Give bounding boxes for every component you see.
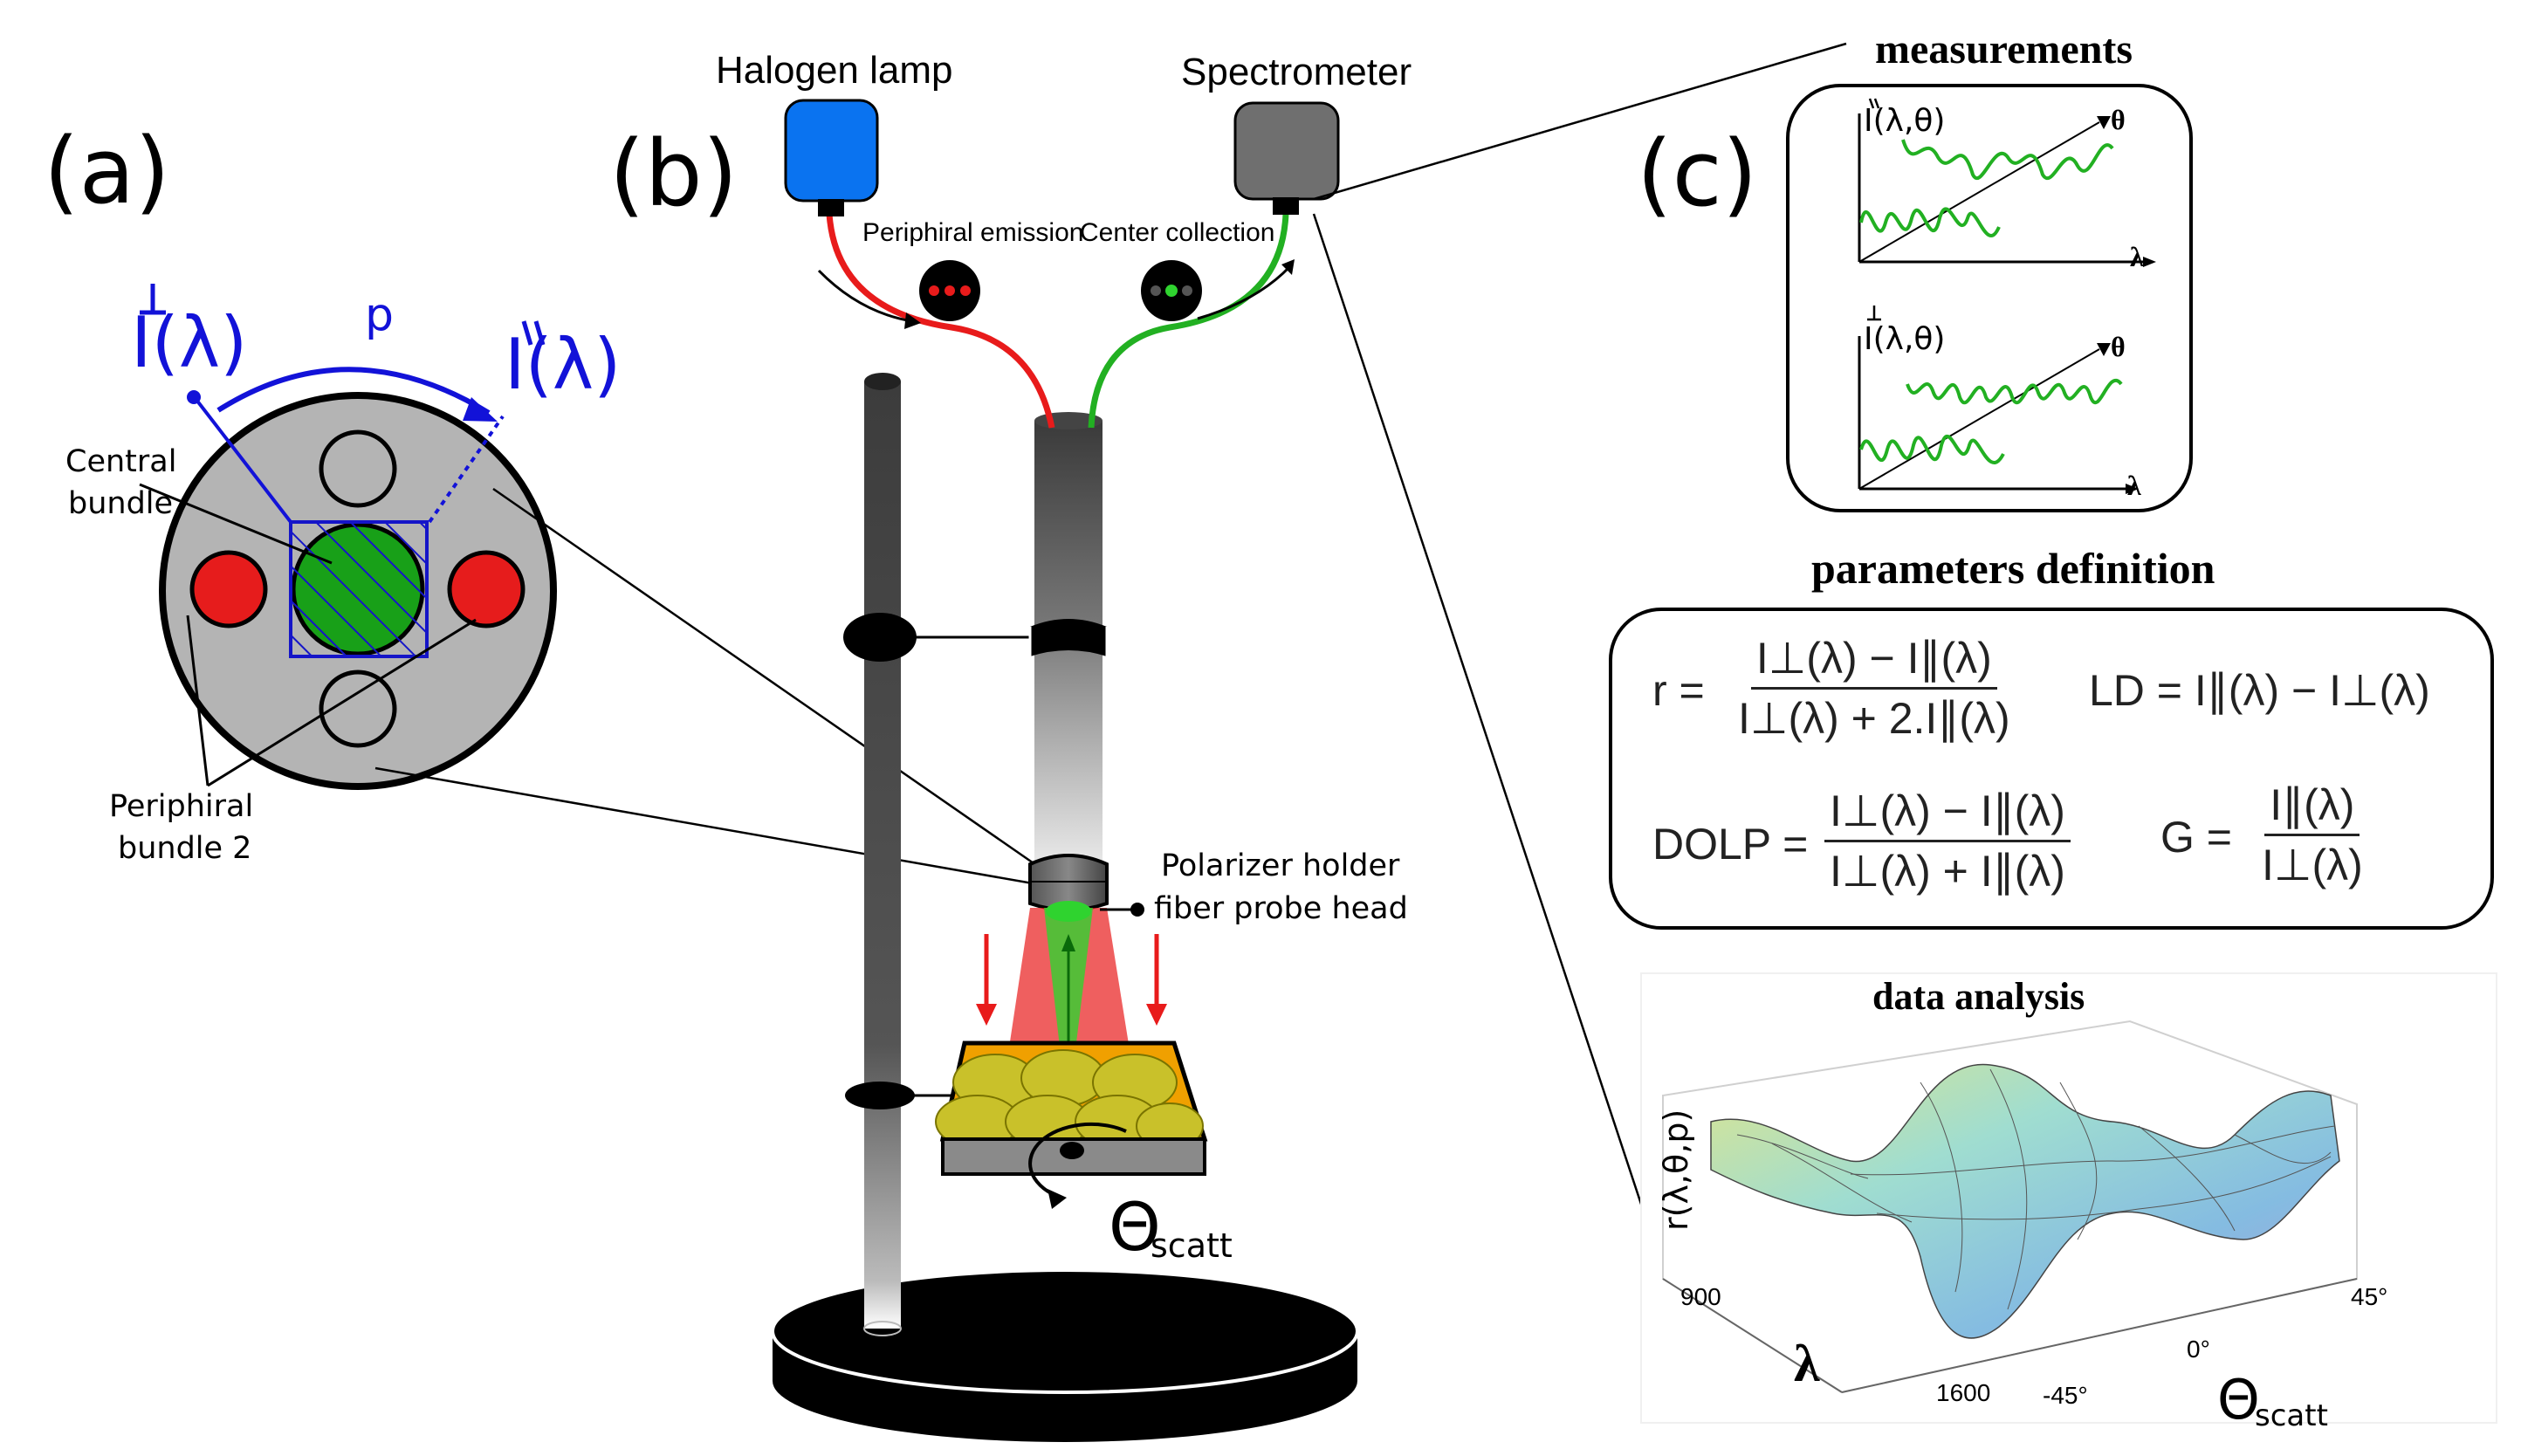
peripheral-emission-icon xyxy=(919,260,980,321)
lambda-tick-900: 900 xyxy=(1680,1283,1721,1310)
theta-tick-neg45: -45° xyxy=(2043,1382,2088,1409)
probe-cross-section xyxy=(159,392,557,790)
spectrometer xyxy=(1233,101,1340,215)
zoom-line-lower xyxy=(374,766,1048,888)
link-to-analysis xyxy=(1312,213,1665,1271)
halogen-lamp xyxy=(784,99,879,216)
svg-text:scatt: scatt xyxy=(1151,1226,1233,1265)
eq-g-denominator: I⊥(λ) xyxy=(2262,841,2363,889)
halogen-lamp-label: Halogen lamp xyxy=(716,49,953,92)
sample-stage xyxy=(935,1040,1208,1209)
peripheral-emission-label: Periphiral emission xyxy=(862,218,1083,247)
red-illumination-arrows xyxy=(976,934,1167,1026)
eq-dolp-fraction: I⊥(λ) − I∥(λ) I⊥(λ) + I∥(λ) xyxy=(1824,786,2071,896)
polarizer-holder-label: Polarizer holder xyxy=(1161,848,1400,883)
plot2-lambda-axis: λ xyxy=(2127,470,2141,501)
eq-dolp-denominator: I⊥(λ) + I∥(λ) xyxy=(1830,847,2065,896)
eq-r-numerator: I⊥(λ) − I∥(λ) xyxy=(1750,633,1997,690)
support-rod xyxy=(863,373,902,1336)
eq-r-lead: r = xyxy=(1652,666,1705,715)
svg-text:Θ: Θ xyxy=(1109,1188,1161,1266)
eq-dolp-lead: DOLP = xyxy=(1652,820,1809,869)
surface-xlabel: λ xyxy=(1794,1335,1820,1392)
parameters-title: parameters definition xyxy=(1811,544,2215,593)
peripheral-bundle-label-2: bundle 2 xyxy=(118,831,251,866)
fiber-probe-head-label: fiber probe head xyxy=(1154,891,1408,926)
polarizer-square xyxy=(289,520,429,658)
eq-r-fraction: I⊥(λ) − I∥(λ) I⊥(λ) + 2.I∥(λ) xyxy=(1733,633,2016,744)
polarization-rotation xyxy=(187,367,505,524)
emission-fiber xyxy=(826,213,1055,429)
eq-g-fraction: I∥(λ) I⊥(λ) xyxy=(2257,780,2368,890)
peripheral-bundle-label-1: Periphiral xyxy=(109,789,253,824)
spectrometer-label: Spectrometer xyxy=(1181,51,1412,93)
eq-ld: LD = I∥(λ) − I⊥(λ) xyxy=(2089,666,2430,715)
surface-ylabel-symbol: Θ xyxy=(2217,1368,2260,1432)
measurements-title: measurements xyxy=(1875,26,2133,72)
lambda-tick-1600: 1600 xyxy=(1936,1379,1990,1406)
eq-dolp-numerator: I⊥(λ) − I∥(λ) xyxy=(1824,786,2071,842)
panel-label-a: (a) xyxy=(44,118,170,224)
theta-scatt-symbol: Θ xyxy=(1109,1188,1161,1266)
measurement-plot-par xyxy=(1858,113,2156,267)
peripheral-leader-right xyxy=(207,618,477,787)
surface-zlabel: r(λ,θ,p) xyxy=(1657,1109,1695,1231)
theta-tick-0: 0° xyxy=(2187,1336,2210,1363)
center-collection-icon xyxy=(1141,260,1202,321)
central-bundle-leader xyxy=(139,483,333,565)
stand-base xyxy=(771,1268,1359,1442)
measurement-plot-perp xyxy=(1858,336,2139,494)
panel-label-b: (b) xyxy=(609,120,738,227)
surface-ylabel-sub: scatt xyxy=(2255,1398,2328,1433)
svg-text:Periphiral: Periphiral xyxy=(109,789,253,824)
eq-r-denominator: I⊥(λ) + 2.I∥(λ) xyxy=(1738,694,2010,743)
center-collection-label: Center collection xyxy=(1080,218,1274,247)
svg-text:Central: Central xyxy=(65,444,176,479)
plot1-lambda-axis: λ xyxy=(2130,241,2144,272)
plot1-theta-axis: θ xyxy=(2111,104,2126,135)
fiber-probe-tube xyxy=(1028,412,1109,875)
rotation-arrow xyxy=(216,367,491,416)
peripheral-bundle-left xyxy=(189,550,268,628)
analysis-title: data analysis xyxy=(1872,975,2085,1018)
plot1-ylabel: I(λ,θ) xyxy=(1864,103,1945,139)
central-bundle-label-1: Central xyxy=(65,444,176,479)
polarizer-holder xyxy=(1028,854,1109,912)
lower-clamp xyxy=(845,1082,915,1109)
svg-text:bundle 2: bundle 2 xyxy=(118,831,251,866)
eq-g-lead: G = xyxy=(2160,813,2232,862)
peripheral-bundle-right xyxy=(447,550,525,628)
i-par-label: I(λ) xyxy=(505,324,621,405)
i-par-mark xyxy=(521,320,533,346)
response-surface xyxy=(1662,1020,2358,1394)
peripheral-bundle-top xyxy=(319,429,397,508)
peripheral-bundle-bottom xyxy=(319,670,397,748)
peripheral-leader-left xyxy=(186,615,210,786)
plot2-theta-axis: θ xyxy=(2111,331,2126,362)
theta-tick-45: 45° xyxy=(2351,1283,2387,1310)
plot2-ylabel: I(λ,θ) xyxy=(1864,321,1945,357)
zoom-line-upper xyxy=(492,487,1048,875)
measurements-box xyxy=(1786,84,2193,512)
panel-label-c: (c) xyxy=(1637,120,1757,227)
i-perp-label: I(λ) xyxy=(131,302,247,383)
link-to-measurements xyxy=(1313,42,1847,201)
theta-scatt-sub: scatt xyxy=(1151,1226,1233,1265)
upper-clamp xyxy=(843,613,917,662)
collection-fiber xyxy=(1088,213,1289,429)
eq-g-numerator: I∥(λ) xyxy=(2264,780,2360,836)
illumination-cone xyxy=(1004,901,1135,1082)
p-label: p xyxy=(365,289,394,341)
